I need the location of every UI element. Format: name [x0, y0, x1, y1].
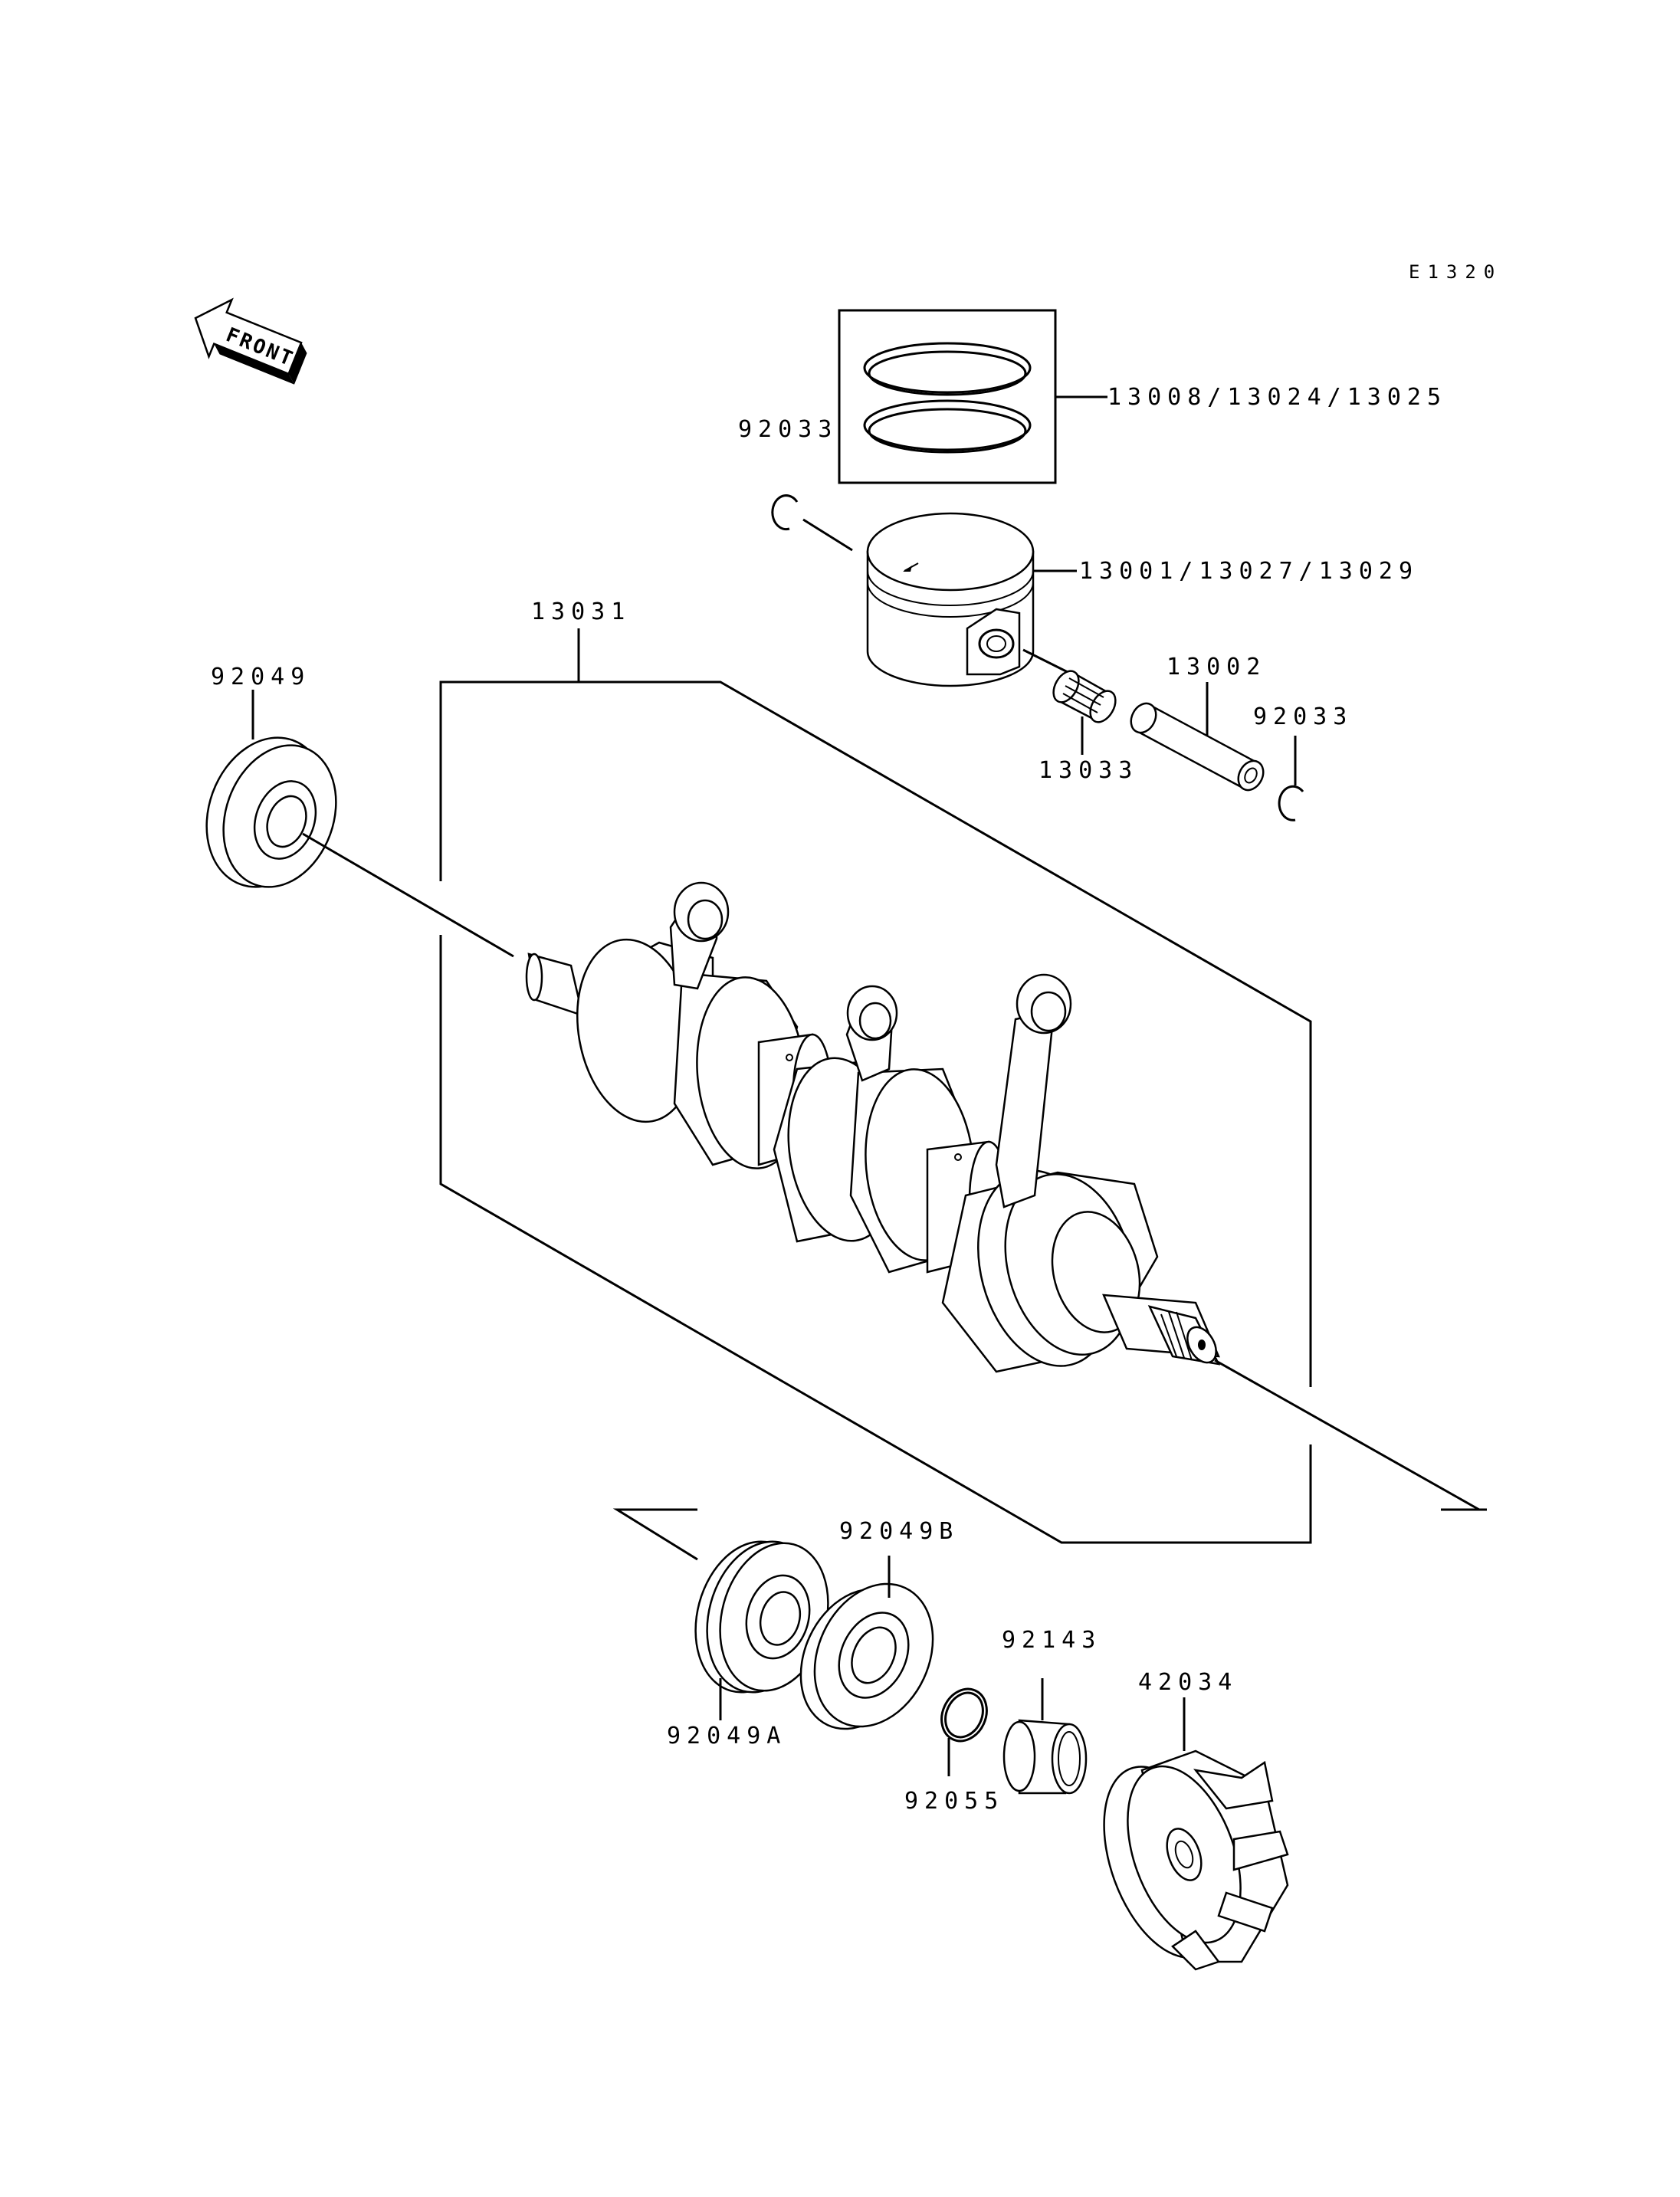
- oil-seal-left-part: [205, 690, 514, 958]
- label-oil-seal-a: 92049A: [667, 1723, 786, 1749]
- piston-part: [866, 512, 1077, 687]
- coupling-part: [1103, 1697, 1289, 1971]
- bracket-fragment: [612, 1508, 698, 1561]
- label-crankshaft: 13031: [531, 598, 631, 625]
- label-piston-pin: 13002: [1166, 654, 1266, 680]
- oil-seal-a-part: [694, 1540, 829, 1720]
- piston-ring-part: [838, 309, 1107, 484]
- conrod-1: [669, 881, 730, 990]
- label-piston: 13001/13027/13029: [1079, 558, 1419, 585]
- label-circlip-right: 92033: [1253, 703, 1353, 730]
- conrod-3: [995, 973, 1072, 1208]
- collar-part: [1002, 1678, 1088, 1795]
- crankshaft-bracket: [439, 628, 1312, 1544]
- diagram-code: E1320: [1409, 261, 1502, 283]
- piston-pin-part: [1130, 682, 1265, 792]
- oil-seal-b-part: [799, 1556, 934, 1730]
- label-oil-seal-b: 92049B: [839, 1518, 959, 1545]
- label-coupling: 42034: [1138, 1669, 1238, 1696]
- label-o-ring: 92055: [904, 1788, 1004, 1815]
- front-arrow-icon: FRONT: [194, 297, 307, 385]
- conrod-2: [845, 985, 898, 1082]
- label-collar: 92143: [1002, 1627, 1101, 1654]
- needle-bearing-part: [1052, 670, 1117, 755]
- label-oil-seal-left: 92049: [211, 664, 310, 690]
- crankshaft-part: [525, 881, 1487, 1511]
- label-circlip-left: 92033: [738, 416, 838, 443]
- circlip-left-part: [771, 494, 853, 552]
- circlip-right-part: [1278, 736, 1304, 821]
- label-needle-bearing: 13033: [1039, 757, 1138, 784]
- o-ring-part: [940, 1687, 988, 1776]
- label-piston-ring: 13008/13024/13025: [1107, 384, 1447, 411]
